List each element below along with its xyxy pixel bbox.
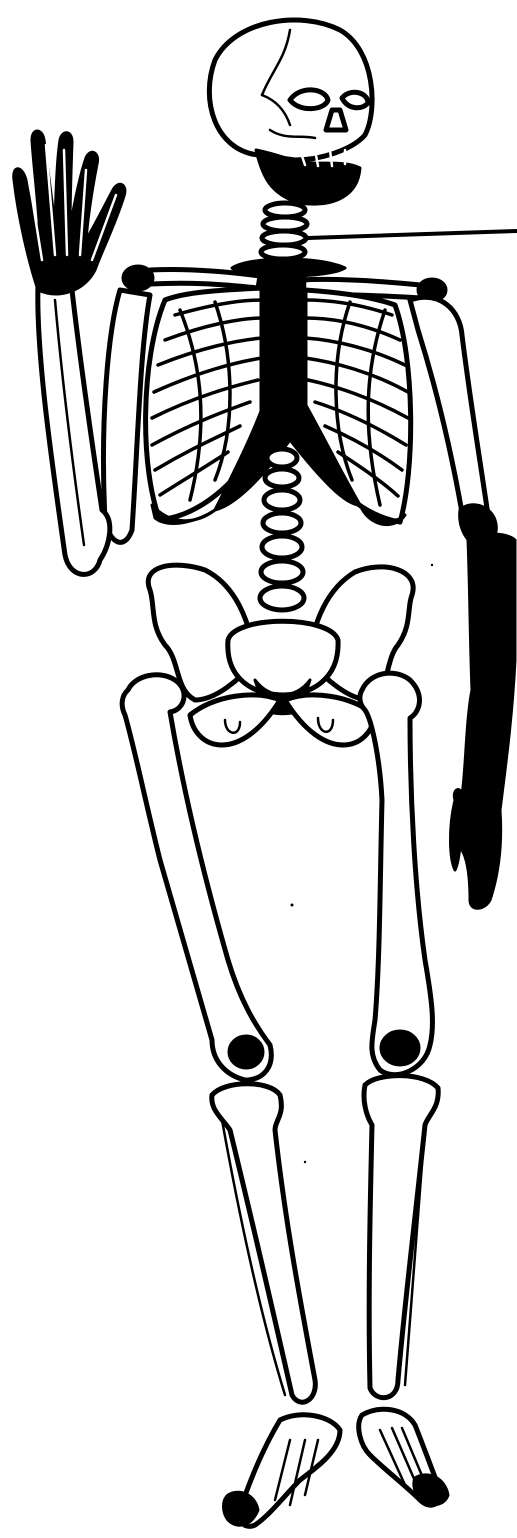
eye-socket-right xyxy=(290,90,328,109)
skull xyxy=(209,20,372,204)
nasal-cavity xyxy=(326,110,346,130)
left-leg xyxy=(359,673,448,1505)
tibia-left xyxy=(364,1076,438,1398)
right-leg xyxy=(122,675,340,1527)
pelvic-inlet xyxy=(228,621,338,695)
scan-speck xyxy=(291,904,294,907)
cervical-vertebrae xyxy=(261,203,307,259)
annotation-leader-line xyxy=(308,231,517,238)
humerus-right xyxy=(103,290,150,542)
forearm-right xyxy=(38,285,110,574)
right-arm xyxy=(14,131,150,574)
left-forearm-and-hand xyxy=(454,534,515,908)
cranium xyxy=(209,20,372,160)
kneecap-left xyxy=(381,1031,419,1065)
scan-speck xyxy=(304,1161,306,1163)
eye-socket-left xyxy=(342,92,368,107)
left-thumb xyxy=(450,800,460,870)
kneecap-right xyxy=(229,1036,263,1068)
ischium-right xyxy=(190,695,280,745)
lumbar-spine xyxy=(260,449,304,610)
femur-left xyxy=(360,673,433,1075)
shoulder-joint-right xyxy=(123,266,153,290)
scan-speck xyxy=(431,564,433,566)
clavicle-right xyxy=(150,269,260,288)
left-arm xyxy=(410,297,515,908)
tibia-right xyxy=(212,1084,316,1402)
toes-right xyxy=(224,1492,259,1525)
humerus-left xyxy=(410,297,488,539)
